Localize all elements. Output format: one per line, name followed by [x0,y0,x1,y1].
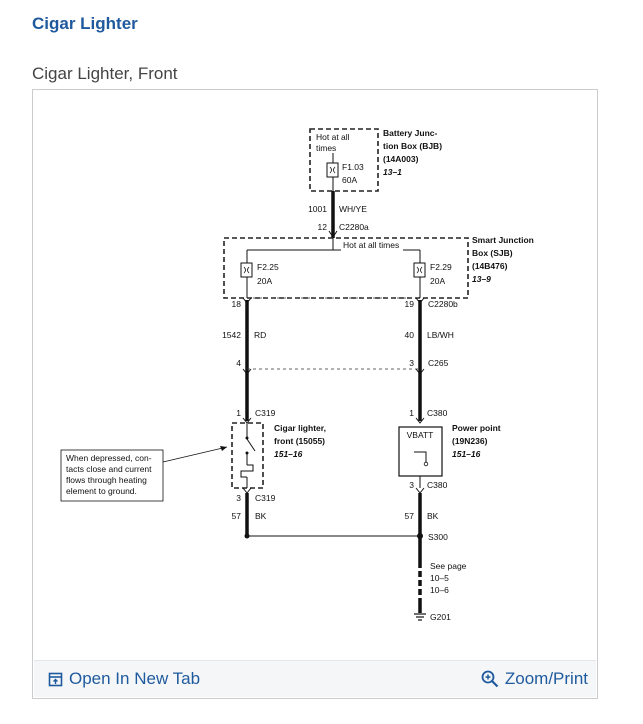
left-pin-18: 18 [232,299,242,309]
sjb-fuse-left-amp: 20A [257,276,272,286]
c380-top-pin: 1 [409,408,414,418]
wire-1001-number: 1001 [308,204,327,214]
fuse-f2-29-icon [413,262,426,278]
power-point-vbatt: VBATT [407,430,434,440]
bjb-hot-line2: times [316,143,336,153]
power-point-socket-icon [414,451,427,462]
note-line3: flows through heating [66,475,147,485]
c265-pin-3: 3 [409,358,414,368]
note-line1: When depressed, con- [66,453,152,463]
c319-bottom-connector: C319 [255,493,276,503]
fuse-f1-03-icon [326,162,339,178]
fuse-f2-25-icon [240,262,253,278]
bjb-fuse-amp: 60A [342,175,357,185]
bjb-name-line1: Battery Junc- [383,128,437,138]
figure-title: Cigar Lighter, Front [32,64,178,83]
see-page-ref1: 10–5 [430,573,449,583]
lighter-name-line2: front (15055) [274,436,325,446]
wire-57-left-color: BK [255,511,267,521]
bjb-name-line2: tion Box (BJB) [383,141,442,151]
bjb-fuse-id: F1.03 [342,162,364,172]
power-point-page-ref: 151–16 [452,449,481,459]
note-line2: tacts close and current [66,464,152,474]
figure-footer: Open In New Tab Zoom/Print [34,660,596,697]
wire-1542-number: 1542 [222,330,241,340]
bjb-hot-line1: Hot at all [316,132,350,142]
wire-57-right-number: 57 [405,511,415,521]
sjb-page-ref: 13–9 [472,274,491,284]
zoom-print-link[interactable]: Zoom/Print [481,669,588,689]
power-point-name-line2: (19N236) [452,436,488,446]
wire-40-color: LB/WH [427,330,454,340]
sjb-hot: Hot at all times [343,240,399,250]
c2280a-connector: C2280a [339,222,369,232]
sjb-part-number: (14B476) [472,261,508,271]
c380-bottom-pin: 3 [409,480,414,490]
c2280a-connector-icon [328,230,338,238]
wire-57-left-number: 57 [232,511,242,521]
c380-bottom-connector: C380 [427,480,448,490]
heating-element-icon [240,464,254,478]
c319-top-pin: 1 [236,408,241,418]
sjb-fuse-right-id: F2.29 [430,262,452,272]
sjb-fuse-right-amp: 20A [430,276,445,286]
right-pin-19: 19 [405,299,415,309]
open-in-new-tab-label: Open In New Tab [69,669,201,688]
bjb-part-number: (14A003) [383,154,419,164]
open-in-new-tab-icon [48,672,63,687]
wiring-diagram: Hot at all times F1.03 60A Battery Junc-… [60,128,534,622]
sjb-name-line2: Box (SJB) [472,248,513,258]
bjb-page-ref: 13–1 [383,167,402,177]
c2280a-pin: 12 [318,222,328,232]
sjb-fuse-left-id: F2.25 [257,262,279,272]
wire-40-number: 40 [405,330,415,340]
open-in-new-tab-link[interactable]: Open In New Tab [48,669,200,689]
c2280b-connector: C2280b [428,299,458,309]
c265-connector: C265 [428,358,449,368]
lighter-page-ref: 151–16 [274,449,303,459]
wire-57-right-color: BK [427,511,439,521]
page-title: Cigar Lighter [32,14,138,33]
note-pointer [162,446,228,463]
sjb-name-line1: Smart Junction [472,235,534,245]
zoom-in-icon [481,670,499,688]
power-point-name-line1: Power point [452,423,501,433]
splice-s300: S300 [428,532,448,542]
bjb-box [309,128,379,192]
c319-bottom-pin: 3 [236,493,241,503]
note-line4: element to ground. [66,486,137,496]
ground-g201: G201 [430,612,451,622]
wire-1542-color: RD [254,330,266,340]
c319-top-connector: C319 [255,408,276,418]
figure-frame: Hot at all times F1.03 60A Battery Junc-… [32,89,598,699]
lighter-name-line1: Cigar lighter, [274,423,326,433]
wire-1001-color: WH/YE [339,204,367,214]
note-box [60,449,164,502]
c380-top-connector: C380 [427,408,448,418]
see-page-ref2: 10–6 [430,585,449,595]
see-page-label: See page [430,561,467,571]
zoom-print-label: Zoom/Print [504,669,588,688]
pin-4: 4 [236,358,241,368]
lighter-switch-icon [246,438,256,452]
